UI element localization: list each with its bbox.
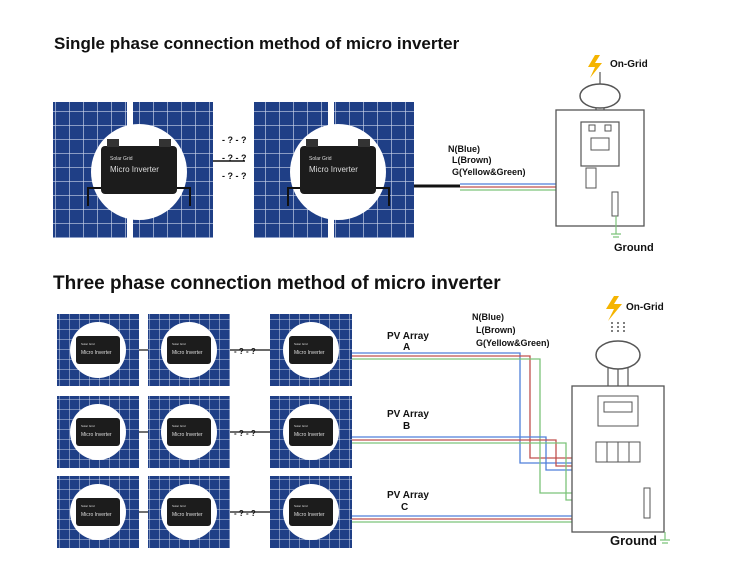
inverter-label: Micro Inverter (294, 512, 325, 518)
pv-array-letter: C (401, 502, 408, 513)
link-symbol: - ? - ? (222, 135, 247, 145)
ground-symbol-icon (611, 216, 621, 238)
solar-panel-2: Solar Grid Micro Inverter (254, 102, 414, 238)
wire-label-g: G(Yellow&Green) (476, 338, 550, 348)
inverter-brand: Solar Grid (309, 156, 332, 162)
pv-array-label: PV Array (387, 409, 429, 420)
inverter-label: Micro Inverter (110, 165, 159, 174)
lightning-bolt-icon (606, 296, 622, 321)
micro-inverter-2: Solar Grid Micro Inverter (287, 139, 390, 206)
inverter-label: Micro Inverter (309, 165, 358, 174)
pv-array-letter: B (403, 421, 410, 432)
solar-panel-1: Solar Grid Micro Inverter (53, 102, 213, 238)
link-symbol: - ? - ? (234, 429, 256, 438)
three-phase-title: Three phase connection method of micro i… (53, 273, 501, 294)
inverter-brand: Solar Grid (81, 504, 95, 508)
wire-label-g: G(Yellow&Green) (452, 167, 526, 177)
ground-label: Ground (614, 242, 654, 254)
wire-label-n: N(Blue) (448, 144, 480, 154)
inverter-brand: Solar Grid (294, 424, 308, 428)
link-symbol: - ? - ? (234, 509, 256, 518)
grid-meter-icon (595, 340, 641, 370)
inverter-label: Micro Inverter (81, 432, 112, 438)
ground-symbol-icon (660, 532, 670, 544)
pv-array-label: PV Array (387, 490, 429, 501)
inverter-brand: Solar Grid (294, 504, 308, 508)
inverter-brand: Solar Grid (294, 342, 308, 346)
micro-inverter-1: Solar Grid Micro Inverter (87, 139, 191, 206)
inverter-label: Micro Inverter (294, 350, 325, 356)
inverter-brand: Solar Grid (110, 156, 133, 162)
link-symbol: - ? - ? (222, 153, 247, 163)
grid-meter-icon (579, 83, 621, 109)
single-phase-title: Single phase connection method of micro … (54, 34, 460, 53)
three-phase-distribution-box (571, 368, 665, 533)
inverter-brand: Solar Grid (172, 424, 186, 428)
inverter-label: Micro Inverter (81, 512, 112, 518)
inverter-brand: Solar Grid (81, 342, 95, 346)
inverter-label: Micro Inverter (172, 512, 203, 518)
on-grid-label: On-Grid (626, 302, 664, 313)
inverter-brand: Solar Grid (172, 504, 186, 508)
inverter-label: Micro Inverter (81, 350, 112, 356)
wire-label-l: L(Brown) (452, 155, 492, 165)
inverter-brand: Solar Grid (172, 342, 186, 346)
inverter-brand: Solar Grid (81, 424, 95, 428)
pv-array-letter: A (403, 342, 410, 353)
on-grid-label: On-Grid (610, 59, 648, 70)
link-symbol: - ? - ? (222, 171, 247, 181)
inverter-label: Micro Inverter (172, 432, 203, 438)
inverter-label: Micro Inverter (294, 432, 325, 438)
wire-label-l: L(Brown) (476, 325, 516, 335)
pv-array-label: PV Array (387, 331, 429, 342)
ground-label: Ground (610, 533, 657, 548)
single-phase-distribution-box (555, 98, 645, 227)
link-symbol: - ? - ? (234, 347, 256, 356)
lightning-bolt-icon (588, 55, 602, 78)
wire-label-n: N(Blue) (472, 312, 504, 322)
inverter-label: Micro Inverter (172, 350, 203, 356)
